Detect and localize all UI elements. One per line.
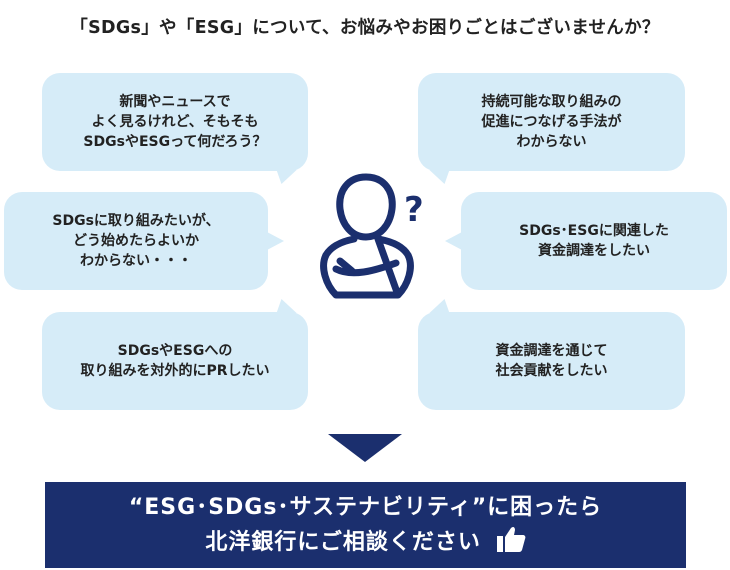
bubble-line: SDGs･ESGに関連した: [519, 223, 669, 239]
bubble-line: SDGsに取り組みたいが、: [52, 213, 220, 229]
concern-bubble-news: 新聞やニュースで よく見るけれど、そもそも SDGsやESGって何だろう？: [42, 73, 308, 184]
bubble-line: どう始めたらよいか: [73, 233, 199, 249]
down-triangle-icon: [328, 434, 402, 462]
bubble-line: わからない: [516, 134, 587, 150]
bubble-tail: [271, 170, 297, 184]
banner-line-1: “ESG･SDGs･サステナビリティ”に困ったら: [128, 494, 603, 520]
bubble-line: 社会貢献をしたい: [495, 363, 608, 379]
bubble-line: SDGsやESGへの: [117, 343, 233, 359]
concern-bubble-method: 持続可能な取り組みの 促進につなげる手法が わからない: [418, 73, 685, 184]
question-mark: ?: [404, 190, 424, 230]
banner-line-2: 北洋銀行にご相談ください: [205, 529, 481, 555]
bubble-tail: [445, 232, 462, 250]
concern-bubble-contribution: 資金調達を通じて 社会貢献をしたい: [418, 299, 685, 410]
person-arms-crossed-icon: ?: [320, 173, 424, 299]
bubble-line: 持続可能な取り組みの: [481, 94, 622, 110]
concern-bubble-pr: SDGsやESGへの 取り組みを対外的にPRしたい: [42, 299, 308, 410]
bubble-line: わからない・・・: [80, 253, 192, 269]
consult-banner: “ESG･SDGs･サステナビリティ”に困ったら 北洋銀行にご相談ください: [45, 482, 686, 568]
bubble-tail: [271, 299, 297, 313]
bubble-line: SDGsやESGって何だろう？: [83, 134, 267, 150]
page-heading: 「SDGs」や「ESG」について、お悩みやお困りごとはございませんか？: [70, 18, 660, 38]
bubble-tail: [267, 232, 284, 250]
bubble-line: 新聞やニュースで: [119, 94, 231, 110]
bubble-line: よく見るけれど、そもそも: [91, 114, 259, 130]
bubble-line: 資金調達をしたい: [537, 243, 650, 259]
bubble-line: 促進につなげる手法が: [481, 114, 622, 130]
concern-bubble-start: SDGsに取り組みたいが、 どう始めたらよいか わからない・・・: [4, 192, 284, 290]
bubble-line: 取り組みを対外的にPRしたい: [80, 363, 270, 379]
thumbs-up-icon: [496, 526, 526, 552]
concern-bubble-funding: SDGs･ESGに関連した 資金調達をしたい: [445, 192, 727, 290]
banner-line-2-row: 北洋銀行にご相談ください: [45, 525, 686, 560]
bubble-line: 資金調達を通じて: [495, 343, 608, 359]
